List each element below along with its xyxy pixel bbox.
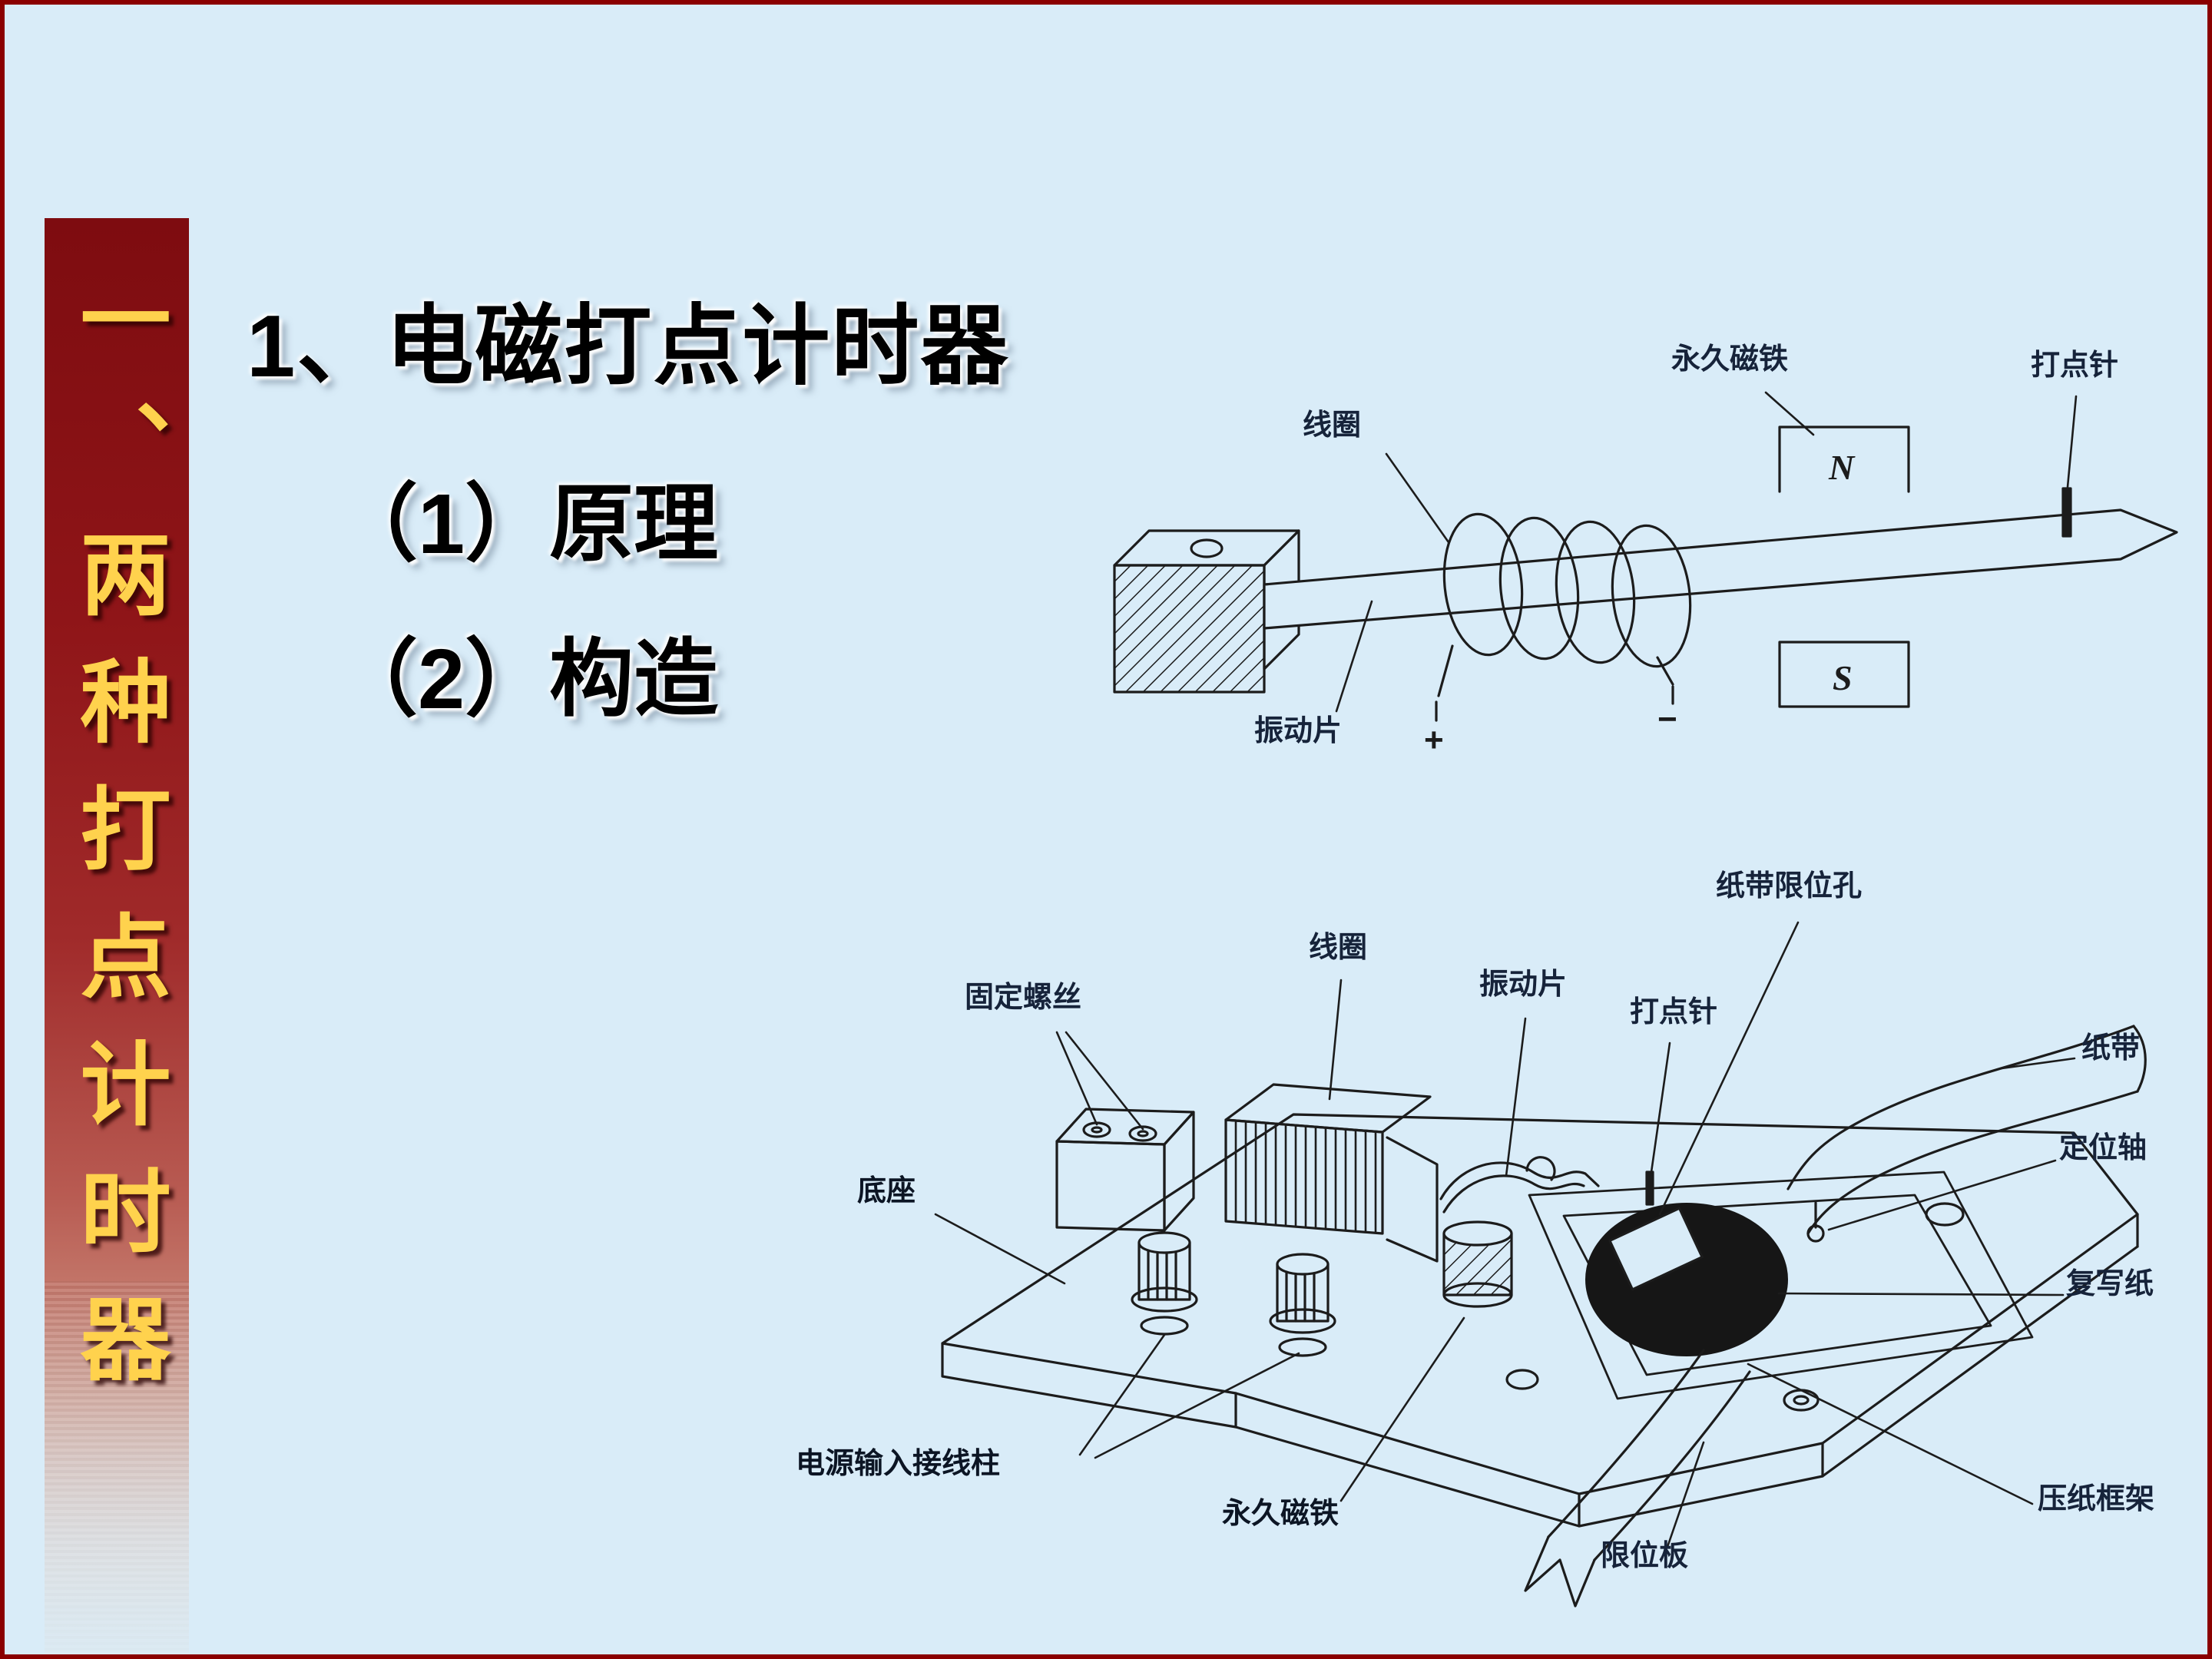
subtitle-structure: （2）构造 [333, 632, 719, 727]
label-limit-plate: 限位板 [1601, 1540, 1689, 1572]
label-permanent-magnet: 永久磁铁 [1222, 1498, 1339, 1530]
principle-diagram: N S + − 线圈 永久磁铁 打点针 振动片 [1065, 266, 2194, 803]
paper-tape-front-end [1524, 1349, 1751, 1608]
terminal-minus-mark: − [1657, 700, 1677, 738]
label-permanent-magnet: 永久磁铁 [1671, 343, 1789, 376]
label-vibrating-strip: 振动片 [1254, 715, 1343, 747]
principle-diagram-art: N S + − [1113, 391, 2178, 759]
page-title: 1、电磁打点计时器 [247, 298, 1010, 396]
sidebar-banner: 一、两种打点计时器 [45, 218, 189, 1654]
clamp-block [1113, 529, 1300, 694]
label-dot-needle: 打点针 [2031, 349, 2119, 382]
carbon-paper-disc [1585, 1203, 1788, 1356]
pole-n-label: N [1828, 448, 1856, 487]
subtitle-principle: （1）原理 [333, 477, 719, 571]
power-terminal-posts [1131, 1231, 1336, 1357]
dot-needle-pin [1645, 1171, 1654, 1206]
dot-needle-shape [2061, 487, 2072, 538]
coil-block [1224, 1083, 1439, 1263]
label-coil: 线圈 [1309, 932, 1368, 964]
leader-lines [1335, 391, 2078, 713]
label-positioning-axle: 定位轴 [2059, 1132, 2147, 1164]
label-base: 底座 [857, 1175, 916, 1207]
vibrating-strip-shape [1263, 508, 2178, 630]
label-coil: 线圈 [1303, 409, 1362, 442]
paper-tape-shape [1786, 1025, 2147, 1235]
magnet-s-bracket [1778, 641, 1910, 708]
label-tape-limit-hole: 纸带限位孔 [1716, 870, 1863, 902]
label-carbon-paper: 复写纸 [2066, 1268, 2154, 1300]
fixing-screw-block [1055, 1108, 1195, 1232]
construction-diagram: 纸带限位孔 线圈 振动片 打点针 固定螺丝 底座 纸带 定位轴 复写纸 电源输入… [734, 834, 2207, 1654]
label-dot-needle: 打点针 [1630, 996, 1718, 1028]
sidebar-vertical-title: 一、两种打点计时器 [66, 272, 167, 1419]
label-power-input-terminals: 电源输入接线柱 [796, 1448, 1001, 1480]
sidebar-fade-texture [45, 1280, 189, 1654]
label-vibrating-strip: 振动片 [1479, 969, 1568, 1001]
permanent-magnet-cylinder [1442, 1220, 1513, 1308]
leader-lines [934, 921, 2076, 1548]
coil-loops [1435, 512, 1692, 722]
vibrating-strip-assembly [1439, 1156, 1600, 1214]
pole-s-label: S [1833, 658, 1853, 697]
positioning-axle-pin [1806, 1201, 1825, 1243]
magnet-n-bracket [1778, 426, 1910, 493]
label-fixing-screws: 固定螺丝 [965, 982, 1082, 1014]
label-paper-tape: 纸带 [2081, 1032, 2141, 1065]
label-paper-pressing-frame: 压纸框架 [2038, 1483, 2155, 1515]
construction-diagram-art [934, 921, 2147, 1608]
terminal-plus-mark: + [1424, 721, 1444, 759]
